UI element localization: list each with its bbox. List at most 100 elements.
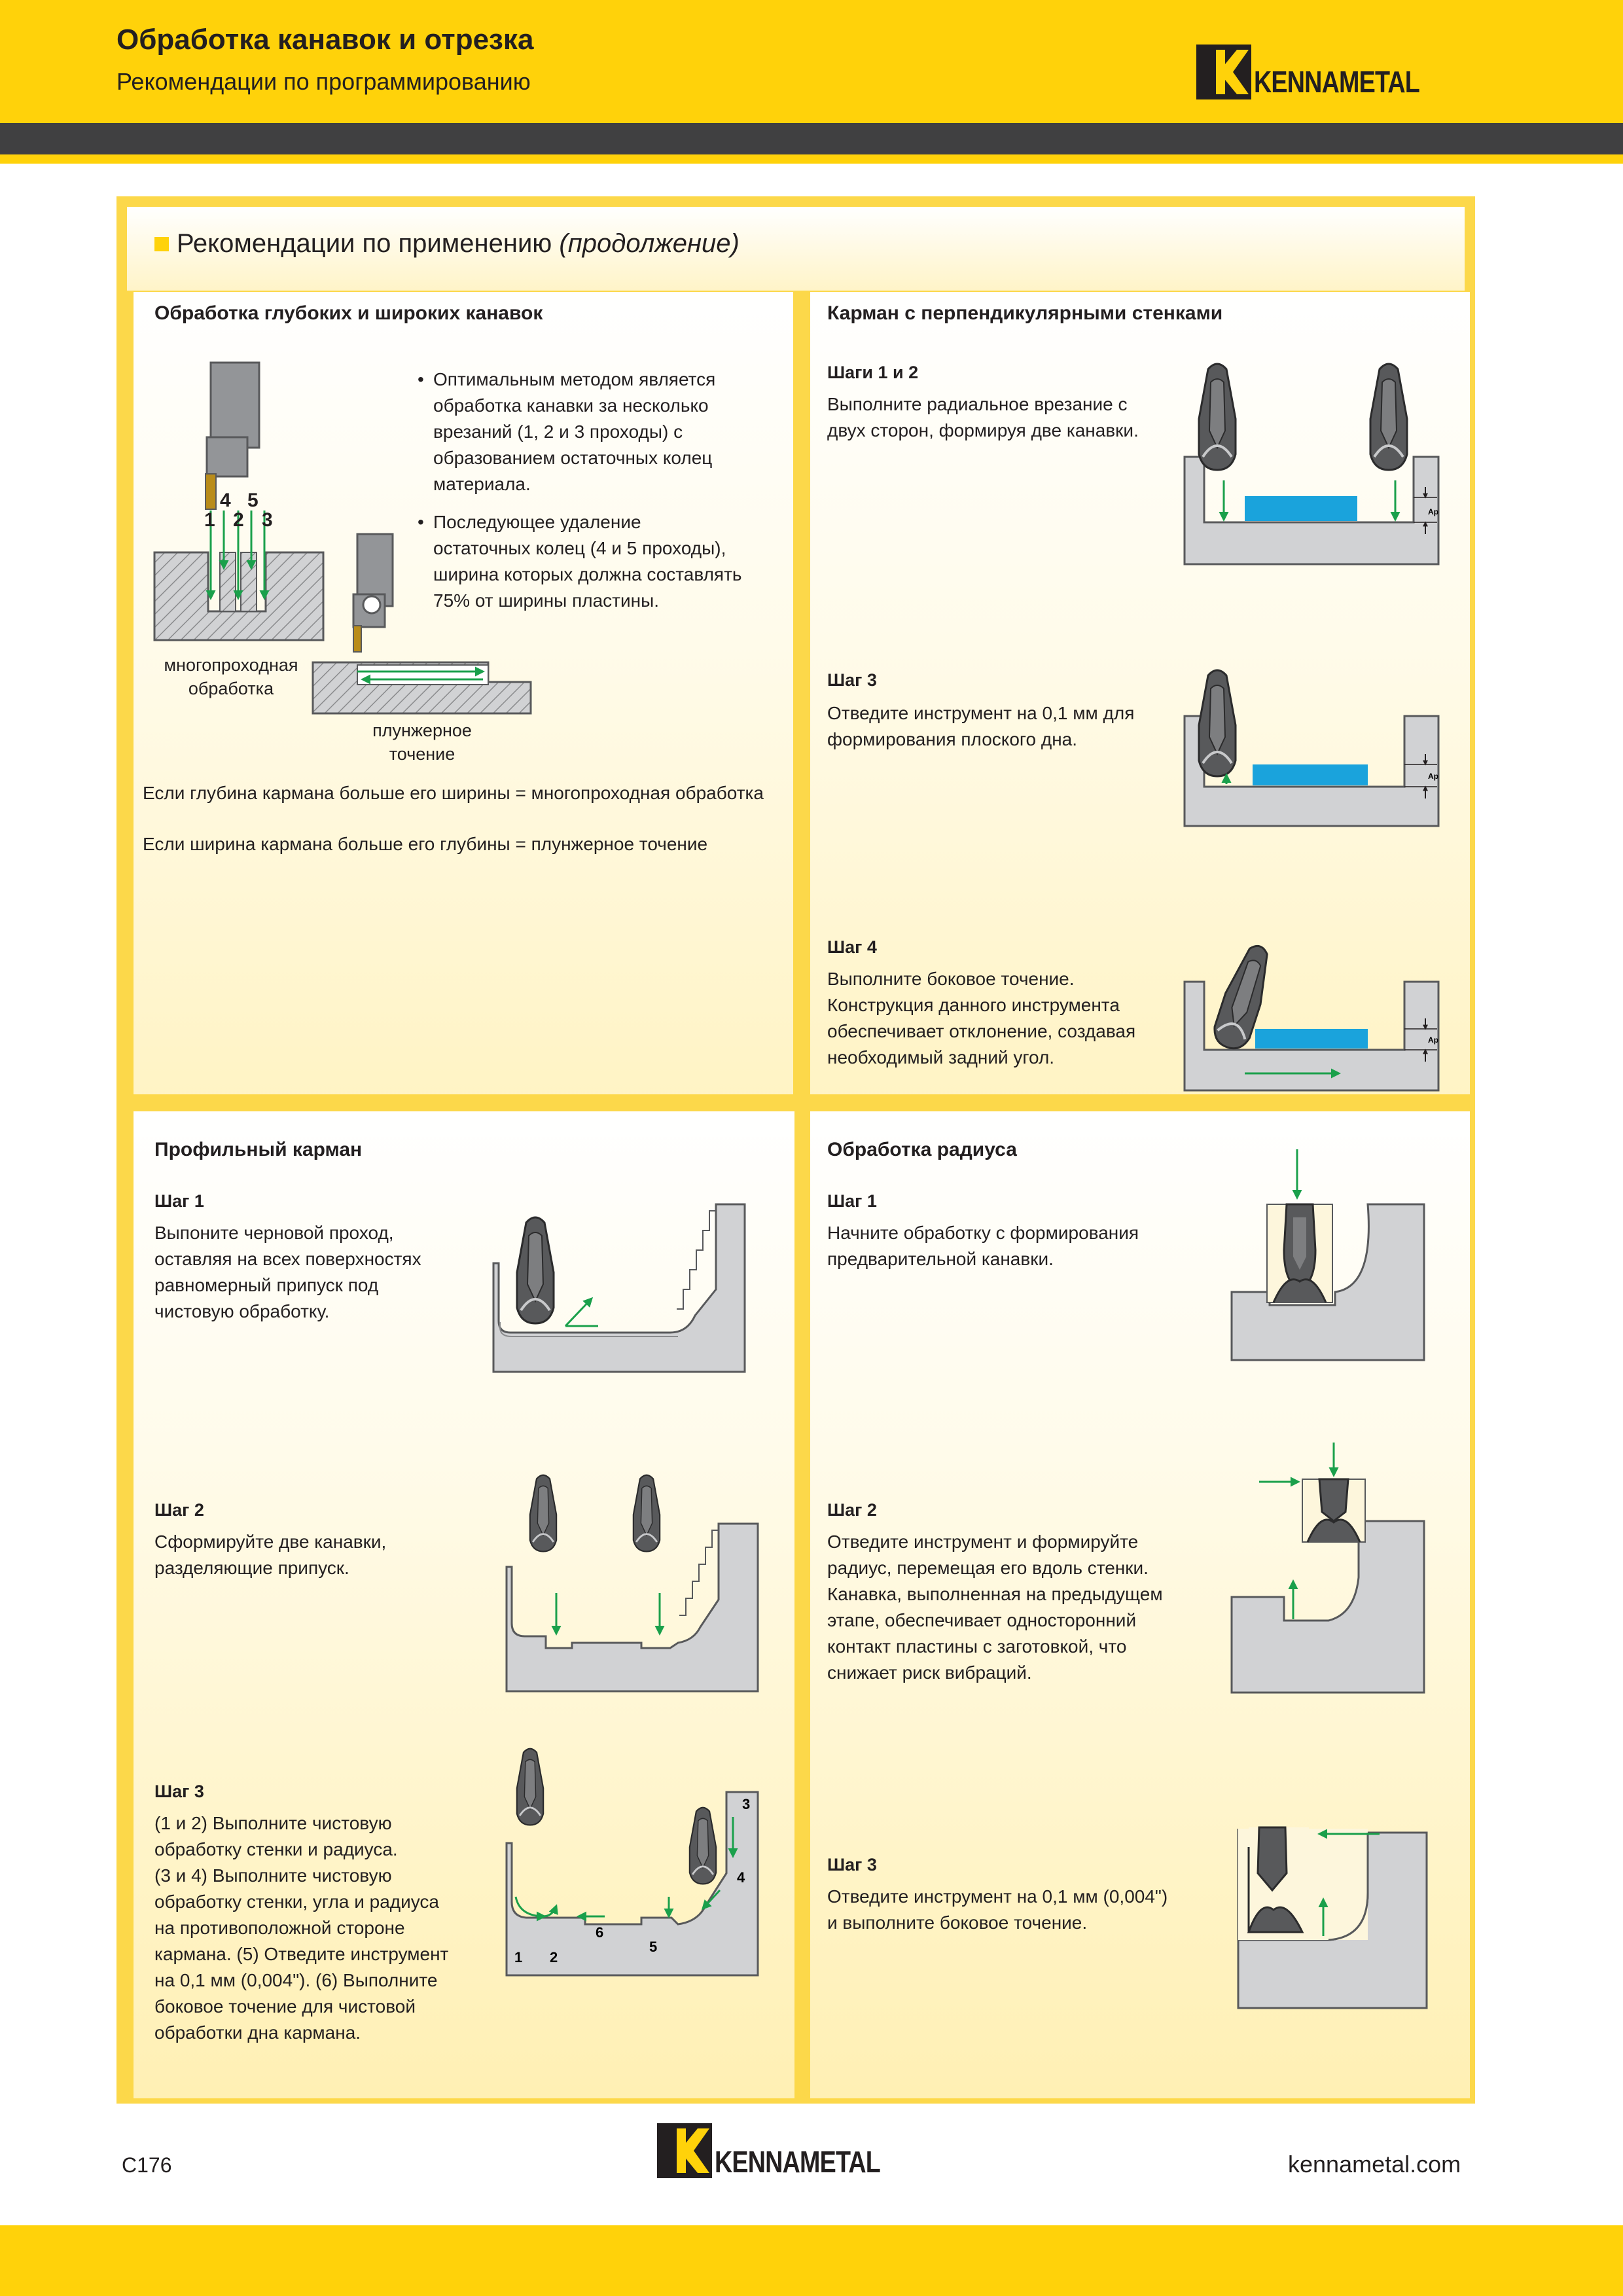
rule-depth: Если глубина кармана больше его ширины =…: [143, 780, 764, 806]
radius-step-heading: Шаг 3: [827, 1855, 877, 1874]
deep-grooves-title: Обработка глубоких и широких канавок: [154, 302, 543, 324]
radius-step-line: Отведите инструмент на 0,1 мм (0,004"): [827, 1886, 1168, 1907]
step3-label-6: 6: [596, 1924, 603, 1941]
page-subtitle: Рекомендации по программированию: [116, 68, 531, 95]
caption-multipass-line: обработка: [188, 679, 274, 698]
radius-step-text: Отведите инструмент на 0,1 мм (0,004") и…: [827, 1884, 1168, 1936]
section-marker-square: [154, 237, 169, 251]
perp-diagram-step12: Ap: [1183, 363, 1440, 565]
bullet-line: ширина которых должна составлять: [433, 564, 742, 584]
profile-step-line: оставляя на всех поверхностях: [154, 1249, 421, 1269]
profile-step-line: (1 и 2) Выполните чистовую: [154, 1813, 392, 1833]
step3-label-5: 5: [649, 1939, 657, 1955]
profile-pocket-title: Профильный карман: [154, 1139, 363, 1160]
profile-step-line: кармана. (5) Отведите инструмент: [154, 1944, 449, 1964]
multipass-diagram: [153, 361, 325, 641]
perp-step-text: Выполните боковое точение. Конструкция д…: [827, 966, 1135, 1071]
footer-logo: KENNAMETAL: [657, 2123, 945, 2182]
caption-multipass: многопроходная обработка: [162, 653, 300, 700]
perp-step-text: Выполните радиальное врезание с двух сто…: [827, 391, 1139, 444]
perp-diagram-step3: Ap: [1183, 669, 1440, 827]
profile-step-line: на противоположной стороне: [154, 1918, 405, 1938]
page-title: Обработка канавок и отрезка: [116, 24, 534, 56]
footer-bar: [0, 2225, 1623, 2296]
header-bar: [0, 0, 1623, 123]
pass-label-4: 4: [220, 490, 231, 511]
perp-step-line: Выполните радиальное врезание с: [827, 394, 1128, 414]
ap-dim-label: Ap: [1428, 1035, 1438, 1045]
rule-width: Если ширина кармана больше его глубины =…: [143, 831, 707, 857]
profile-step-heading: Шаг 2: [154, 1500, 204, 1520]
caption-plunge: плунжерное точение: [353, 719, 491, 766]
logo-wordmark: KENNAMETAL: [1254, 65, 1420, 99]
section-header-panel: [127, 207, 1465, 291]
radius-step-line: предварительной канавки.: [827, 1249, 1054, 1269]
website-link[interactable]: kennametal.com: [1288, 2151, 1461, 2178]
radius-step-line: радиус, перемещая его вдоль стенки.: [827, 1558, 1149, 1578]
perp-step-line: необходимый задний угол.: [827, 1047, 1055, 1067]
bullet-line: образованием остаточных колец: [433, 448, 713, 468]
bullet-line: Оптимальным методом является: [433, 369, 716, 389]
bottom-row: [116, 1111, 1475, 2104]
step3-label-4: 4: [737, 1869, 745, 1886]
bullet-line: остаточных колец (4 и 5 проходы),: [433, 538, 726, 558]
insert-icon: [1198, 363, 1237, 471]
header-logo: KENNAMETAL: [1196, 42, 1484, 101]
profile-step-line: Сформируйте две канавки,: [154, 1532, 387, 1552]
perp-step-line: Выполните боковое точение.: [827, 969, 1075, 989]
pass-label-2: 2: [233, 509, 244, 531]
profile-diagram-step1: [492, 1203, 746, 1373]
radius-step-text: Отведите инструмент и формируйте радиус,…: [827, 1529, 1163, 1686]
profile-step-line: равномерный припуск под: [154, 1275, 379, 1295]
radius-step-line: Канавка, выполненная на предыдущем: [827, 1584, 1163, 1604]
profile-step-text: Сформируйте две канавки, разделяющие при…: [154, 1529, 386, 1581]
step3-label-1: 1: [514, 1949, 522, 1965]
radius-diagram-step2: [1230, 1443, 1425, 1694]
profile-step-line: обработку стенки, угла и радиуса: [154, 1892, 439, 1912]
header-stripe: [0, 154, 1623, 164]
perp-step-heading: Шаг 4: [827, 937, 877, 957]
radius-step-line: снижает риск вибраций.: [827, 1662, 1032, 1683]
bullet-line: материала.: [433, 474, 531, 494]
caption-plunge-line: точение: [389, 744, 455, 764]
radius-title: Обработка радиуса: [827, 1139, 1017, 1160]
profile-diagram-step2: [505, 1474, 759, 1693]
profile-step-line: боковое точение для чистовой: [154, 1996, 416, 2017]
caption-plunge-line: плунжерное: [372, 721, 472, 740]
bullet-item: • Последующее удаление остаточных колец …: [418, 509, 742, 614]
perp-pocket-title: Карман с перпендикулярными стенками: [827, 302, 1223, 324]
pass-label-3: 3: [262, 509, 273, 531]
profile-step-line: разделяющие припуск.: [154, 1558, 349, 1578]
profile-step-text: (1 и 2) Выполните чистовую обработку сте…: [154, 1810, 448, 2046]
profile-diagram-step3: 1 2 6 5 4 3: [505, 1748, 759, 1977]
perp-step-heading: Шаги 1 и 2: [827, 363, 919, 382]
ap-dim-label: Ap: [1428, 772, 1438, 781]
logo-wordmark: KENNAMETAL: [715, 2145, 881, 2179]
bullet-line: обработка канавки за несколько: [433, 395, 709, 416]
profile-step-line: Выпоните черновой проход,: [154, 1223, 394, 1243]
page-number: C176: [122, 2153, 172, 2177]
profile-step-line: на 0,1 мм (0,004"). (6) Выполните: [154, 1970, 438, 1990]
bullet-dot: •: [418, 369, 424, 389]
perp-step-line: двух сторон, формируя две канавки.: [827, 420, 1139, 440]
radius-diagram-step1: [1230, 1149, 1425, 1361]
perp-step-heading: Шаг 3: [827, 670, 877, 690]
radius-step-heading: Шаг 1: [827, 1191, 877, 1211]
bullet-item: • Оптимальным методом является обработка…: [418, 367, 715, 497]
step3-label-3: 3: [742, 1796, 750, 1812]
bullet-line: врезаний (1, 2 и 3 проходы) с: [433, 422, 683, 442]
radius-step-line: Отведите инструмент и формируйте: [827, 1532, 1139, 1552]
pass-label-1: 1: [204, 509, 215, 531]
bullet-dot: •: [418, 512, 424, 532]
radius-step-line: и выполните боковое точение.: [827, 1912, 1088, 1933]
bullet-line: 75% от ширины пластины.: [433, 590, 659, 611]
radius-step-line: этапе, обеспечивает односторонний: [827, 1610, 1137, 1630]
radius-step-line: Начните обработку с формирования: [827, 1223, 1139, 1243]
perp-step-line: Отведите инструмент на 0,1 мм для: [827, 703, 1135, 723]
profile-step-line: обработки дна кармана.: [154, 2022, 361, 2043]
plunge-diagram: [312, 533, 532, 715]
profile-step-heading: Шаг 3: [154, 1782, 204, 1801]
profile-step-text: Выпоните черновой проход, оставляя на вс…: [154, 1220, 421, 1325]
radius-diagram-step3: [1237, 1826, 1428, 2009]
bullet-line: Последующее удаление: [433, 512, 641, 532]
